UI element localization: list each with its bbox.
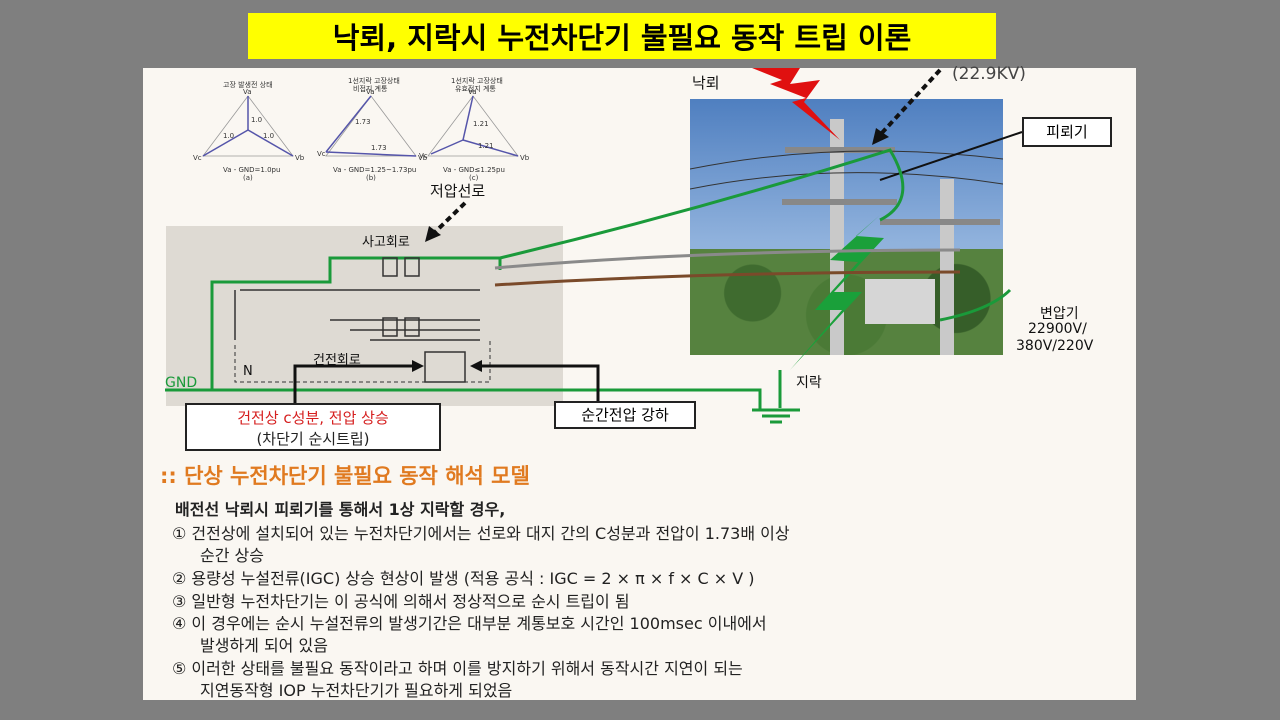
transformer-spec2: 380V/220V: [1016, 338, 1094, 354]
phasor-b-subheading: 비접지 계통: [353, 85, 388, 93]
phasor-a-vc: Vc: [193, 154, 202, 162]
phasor-b-tag: (b): [366, 174, 376, 182]
phasor-a: [202, 95, 294, 157]
phasor-b-heading: 1선지락 고장상태: [348, 77, 400, 85]
fault-circuit-label: 사고회로: [362, 235, 410, 250]
transformer-spec1: 22900V/: [1028, 321, 1087, 337]
page-title: 낙뢰, 지락시 누전차단기 불필요 동작 트립 이론: [248, 13, 996, 59]
phasor-c-val1: 1.21: [473, 120, 489, 128]
phasor-a-heading: 고장 발생전 상태: [223, 81, 273, 89]
item-5-line2: 지연동작형 IOP 누전차단기가 필요하게 되었음: [200, 681, 513, 700]
item-1-line2: 순간 상승: [200, 546, 264, 565]
phasor-c-vb: Vb: [520, 154, 530, 162]
left-callout-line2: (차단기 순시트립): [256, 430, 370, 448]
phasor-c-val2: 1.21: [478, 142, 494, 150]
phasor-b-vb: Vb: [418, 154, 428, 162]
item-4-line2: 발생하게 되어 있음: [200, 636, 328, 655]
phasor-c-subheading: 유효접지 계통: [455, 85, 496, 93]
phasor-c: [427, 95, 519, 157]
low-voltage-line-label: 저압선로: [430, 182, 486, 200]
phasor-b-val1: 1.73: [355, 118, 371, 126]
item-1-line1: ① 건전상에 설치되어 있는 누전차단기에서는 선로와 대지 간의 C성분과 전…: [172, 524, 790, 543]
phasor-b: [325, 95, 417, 157]
voltage-label: (22.9KV): [952, 64, 1026, 84]
phasor-b-va: Va: [366, 88, 375, 96]
phasor-b-vc: Vc: [317, 150, 326, 158]
right-callout: 순간전압 강하: [554, 401, 696, 429]
item-3: ③ 일반형 누전차단기는 이 공식에 의해서 정상적으로 순시 트립이 됨: [172, 592, 630, 611]
phasor-c-vc: Vc: [419, 152, 428, 160]
healthy-circuit-label: 건전회로: [313, 353, 361, 368]
phasor-c-caption: Va - GND≤1.25pu: [443, 166, 505, 174]
phasor-a-val2: 1.0: [223, 132, 235, 140]
left-callout: 건전상 c성분, 전압 상승 (차단기 순시트립): [185, 403, 441, 451]
lead-text: 배전선 낙뢰시 피뢰기를 통해서 1상 지락할 경우,: [175, 500, 506, 519]
item-5-line1: ⑤ 이러한 상태를 불필요 동작이라고 하며 이를 방지하기 위해서 동작시간 …: [172, 659, 743, 678]
item-2: ② 용량성 누설전류(IGC) 상승 현상이 발생 (적용 공식 : IGC =…: [172, 569, 755, 588]
phasor-a-caption: Va - GND=1.0pu: [223, 166, 281, 174]
item-4-line1: ④ 이 경우에는 순시 누설전류의 발생기간은 대부분 계통보호 시간인 100…: [172, 614, 767, 633]
phasor-c-heading: 1선지락 고장상태: [451, 77, 503, 85]
utility-pole-photo: [690, 99, 1003, 355]
transformer-label: 변압기: [1040, 306, 1079, 322]
lightning-label: 낙뢰: [692, 74, 720, 92]
phasor-a-vb: Vb: [295, 154, 305, 162]
phasor-a-va: Va: [243, 88, 252, 96]
circuit-box: [166, 226, 563, 406]
phasor-c-va: Va: [468, 88, 477, 96]
content-panel: 고장 발생전 상태 1선지락 고장상태 비접지 계통 1선지락 고장상태 유효접…: [143, 68, 1136, 700]
arrester-label: 피뢰기: [1022, 117, 1112, 147]
phasor-b-val2: 1.73: [371, 144, 387, 152]
phasor-a-val1: 1.0: [251, 116, 263, 124]
phasor-c-tag: (c): [469, 174, 479, 182]
gnd-label: GND: [165, 375, 198, 391]
section-heading: :: 단상 누전차단기 불필요 동작 해석 모델: [160, 464, 530, 488]
phasor-a-tag: (a): [243, 174, 253, 182]
phasor-b-caption: Va - GND=1.25~1.73pu: [333, 166, 417, 174]
neutral-label: N: [243, 364, 253, 379]
ground-fault-label: 지락: [796, 375, 822, 391]
phasor-a-val3: 1.0: [263, 132, 275, 140]
left-callout-line1: 건전상 c성분, 전압 상승: [237, 409, 389, 427]
phasor-diagrams: [202, 95, 519, 157]
